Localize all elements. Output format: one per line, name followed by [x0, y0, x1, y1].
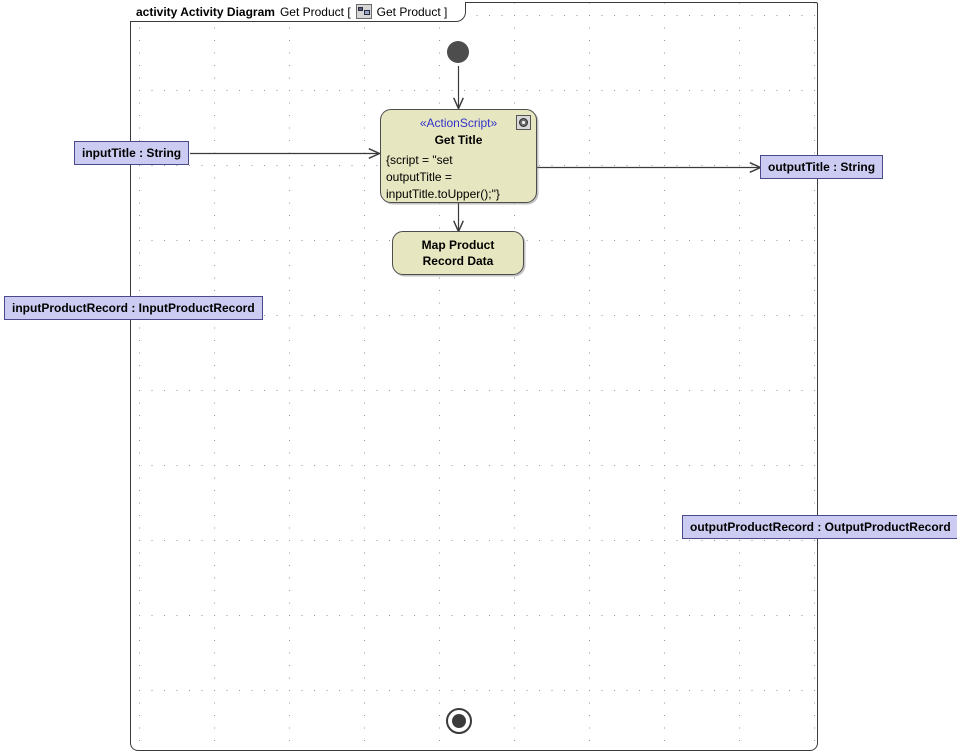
- action-stereotype: «ActionScript»: [419, 116, 498, 130]
- parameter-pin-label: inputProductRecord : InputProductRecord: [12, 301, 255, 315]
- parameter-pin-label: inputTitle : String: [82, 146, 182, 160]
- action-title: Map Product Record Data: [421, 238, 495, 268]
- action-get-title[interactable]: «ActionScript» Get Title {script = "set …: [380, 109, 537, 203]
- parameter-pin-label: outputProductRecord : OutputProductRecor…: [690, 520, 951, 534]
- initial-node[interactable]: [447, 41, 469, 63]
- parameter-pin-input-product-record[interactable]: inputProductRecord : InputProductRecord: [4, 296, 263, 320]
- diagram-frame-name: Get Product [: [279, 4, 351, 19]
- diagram-frame-title: activity Activity Diagram Get Product [ …: [130, 2, 467, 22]
- parameter-pin-output-title[interactable]: outputTitle : String: [760, 155, 884, 179]
- action-title: Get Title: [434, 133, 483, 147]
- diagram-frame-qualified-name: Get Product ]: [376, 4, 448, 19]
- parameter-pin-input-title[interactable]: inputTitle : String: [74, 141, 190, 165]
- activity-final-node[interactable]: [446, 708, 472, 734]
- action-map-product-record-data[interactable]: Map Product Record Data: [392, 231, 524, 275]
- script-cog-icon: [516, 115, 531, 130]
- parameter-pin-label: outputTitle : String: [768, 160, 876, 174]
- diagram-frame-keyword: activity Activity Diagram: [136, 4, 275, 19]
- action-script-body: {script = "set outputTitle = inputTitle.…: [386, 153, 500, 201]
- parameter-pin-output-product-record[interactable]: outputProductRecord : OutputProductRecor…: [682, 515, 957, 539]
- activity-icon: [355, 4, 372, 19]
